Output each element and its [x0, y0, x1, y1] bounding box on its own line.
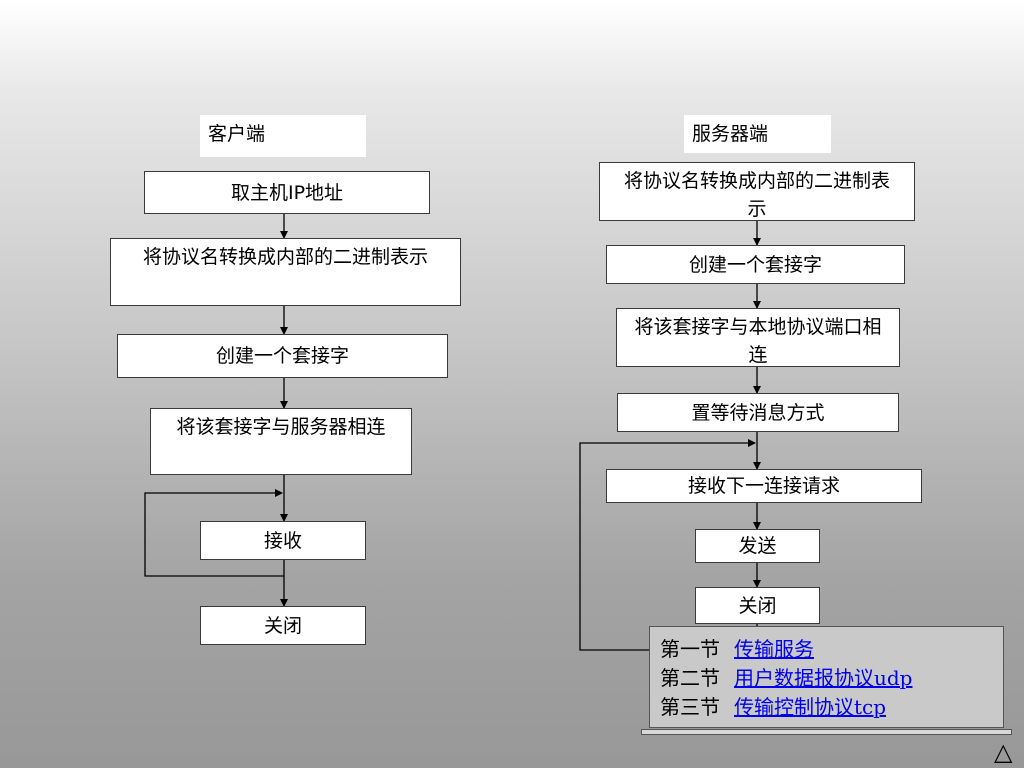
server-step-send: 发送: [695, 529, 820, 563]
nav-row-1: 第一节 传输服务: [660, 633, 993, 662]
server-step-bind-port-text: 将该套接字与本地协议端口相连: [634, 316, 882, 366]
server-step-create-socket: 创建一个套接字: [606, 245, 905, 284]
client-step-convert-protocol-text: 将协议名转换成内部的二进制表示: [142, 246, 428, 268]
server-step-create-socket-text: 创建一个套接字: [688, 253, 822, 276]
client-header-text: 客户端: [208, 123, 266, 145]
nav-link-transport-service[interactable]: 传输服务: [734, 637, 814, 661]
server-step-close: 关闭: [695, 587, 820, 624]
server-header-text: 服务器端: [692, 123, 769, 145]
home-triangle-icon[interactable]: △: [994, 738, 1013, 766]
nav-row-2: 第二节 用户数据报协议udp: [660, 662, 993, 691]
server-step-bind-port: 将该套接字与本地协议端口相连: [616, 308, 900, 367]
server-step-close-text: 关闭: [738, 594, 777, 617]
client-step-create-socket: 创建一个套接字: [117, 334, 448, 378]
chapter-nav-panel: 第一节 传输服务 第二节 用户数据报协议udp 第三节 传输控制协议tcp: [649, 626, 1004, 728]
server-step-convert-protocol: 将协议名转换成内部的二进制表示: [599, 162, 915, 221]
client-step-receive-text: 接收: [263, 529, 302, 552]
client-step-connect-server-text: 将该套接字与服务器相连: [176, 416, 386, 438]
server-step-wait-mode-text: 置等待消息方式: [691, 401, 825, 424]
client-header: 客户端: [200, 115, 366, 157]
server-step-wait-mode: 置等待消息方式: [617, 393, 899, 432]
client-step-get-ip-text: 取主机IP地址: [230, 181, 344, 204]
nav-link-tcp[interactable]: 传输控制协议tcp: [734, 695, 887, 719]
nav-section-3: 第三节: [660, 695, 720, 719]
server-step-accept: 接收下一连接请求: [606, 469, 922, 503]
client-step-close-text: 关闭: [263, 614, 302, 637]
server-step-accept-text: 接收下一连接请求: [687, 475, 840, 497]
nav-panel-base: [641, 729, 1012, 735]
client-step-get-ip: 取主机IP地址: [144, 171, 430, 214]
server-step-send-text: 发送: [738, 535, 777, 557]
client-step-close: 关闭: [200, 606, 366, 645]
server-header: 服务器端: [684, 115, 831, 153]
client-step-create-socket-text: 创建一个套接字: [215, 345, 349, 367]
nav-section-2: 第二节: [660, 666, 720, 690]
client-step-receive: 接收: [200, 521, 366, 560]
server-step-convert-protocol-text: 将协议名转换成内部的二进制表示: [623, 170, 890, 220]
client-step-connect-server: 将该套接字与服务器相连: [150, 408, 412, 475]
client-step-convert-protocol: 将协议名转换成内部的二进制表示: [110, 238, 461, 306]
nav-section-1: 第一节: [660, 637, 720, 661]
nav-row-3: 第三节 传输控制协议tcp: [660, 691, 993, 720]
nav-link-udp[interactable]: 用户数据报协议udp: [734, 666, 913, 690]
